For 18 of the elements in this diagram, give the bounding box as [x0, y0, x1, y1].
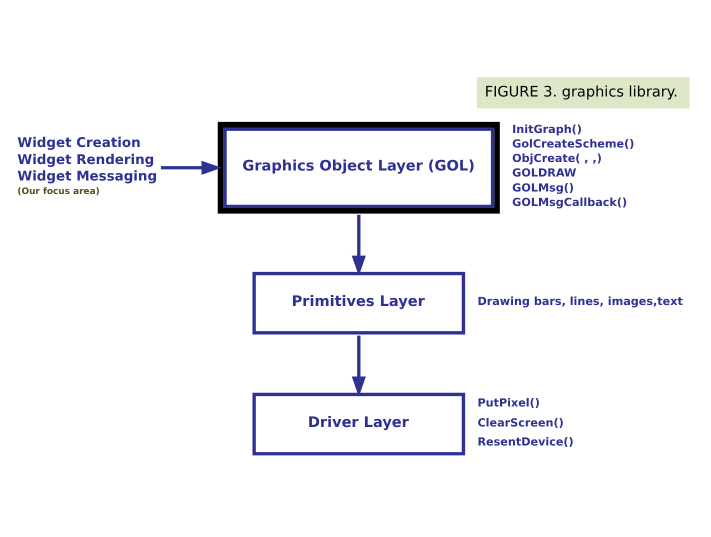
node-box: Driver Layer — [252, 392, 465, 456]
arrow — [160, 160, 222, 175]
node-label: ResentDevice() — [476, 435, 574, 448]
arrow — [351, 336, 366, 397]
node-label: ClearScreen() — [476, 416, 564, 430]
node-label: PutPixel() — [476, 396, 540, 410]
node-label: GOLMsg() — [512, 181, 574, 194]
node-label: GOLMsgCallback() — [512, 196, 627, 209]
node-box: Graphics Object Layer (GOL) — [217, 122, 500, 214]
node-label: GOLDRAW — [512, 166, 576, 180]
node-label: Drawing bars, lines, images,text — [476, 294, 682, 308]
node-label: ObjCreate( , ,) — [512, 152, 602, 166]
diagram-title: FIGURE 3. graphics library. — [484, 84, 678, 101]
node-text: Widget Creation Widget Rendering Widget Messaging (Our focus area) — [16, 136, 157, 197]
node-label: GolCreateScheme() — [512, 138, 634, 151]
arrow — [351, 214, 366, 276]
node-label: InitGraph() — [512, 123, 582, 136]
node-box: Primitives Layer — [252, 272, 465, 335]
